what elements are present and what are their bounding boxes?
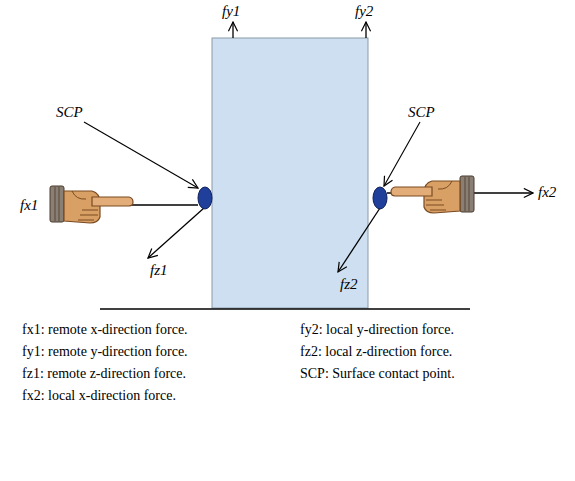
ground-line [100,308,470,309]
force-arrow [365,22,366,38]
force-label: fz1 [150,262,168,279]
legend-note: fz1: remote z-direction force. [22,366,186,382]
pointing-hand [391,176,474,213]
contact-point [373,187,387,209]
force-label: fx1 [20,197,38,214]
legend-note: SCP: Surface contact point. [300,366,455,382]
block-body [212,38,368,308]
pointing-hand [50,186,133,223]
callout-label: SCP [408,104,435,121]
force-label: fy2 [355,3,373,20]
legend-note: fy2: local y-direction force. [300,322,454,338]
force-arrow [148,208,204,258]
legend-note: fy1: remote y-direction force. [22,344,188,360]
contact-point [198,187,212,209]
callout-label: SCP [56,104,83,121]
legend-note: fx1: remote x-direction force. [22,322,188,338]
legend-note: fx2: local x-direction force. [22,388,176,404]
force-label: fz2 [340,276,358,293]
force-label: fy1 [222,3,240,20]
force-arrow [232,22,233,38]
leader-line [84,122,198,188]
force-arrow [338,208,380,272]
leader-line [384,122,420,186]
legend-note: fz2: local z-direction force. [300,344,452,360]
force-label: fx2 [538,184,556,201]
